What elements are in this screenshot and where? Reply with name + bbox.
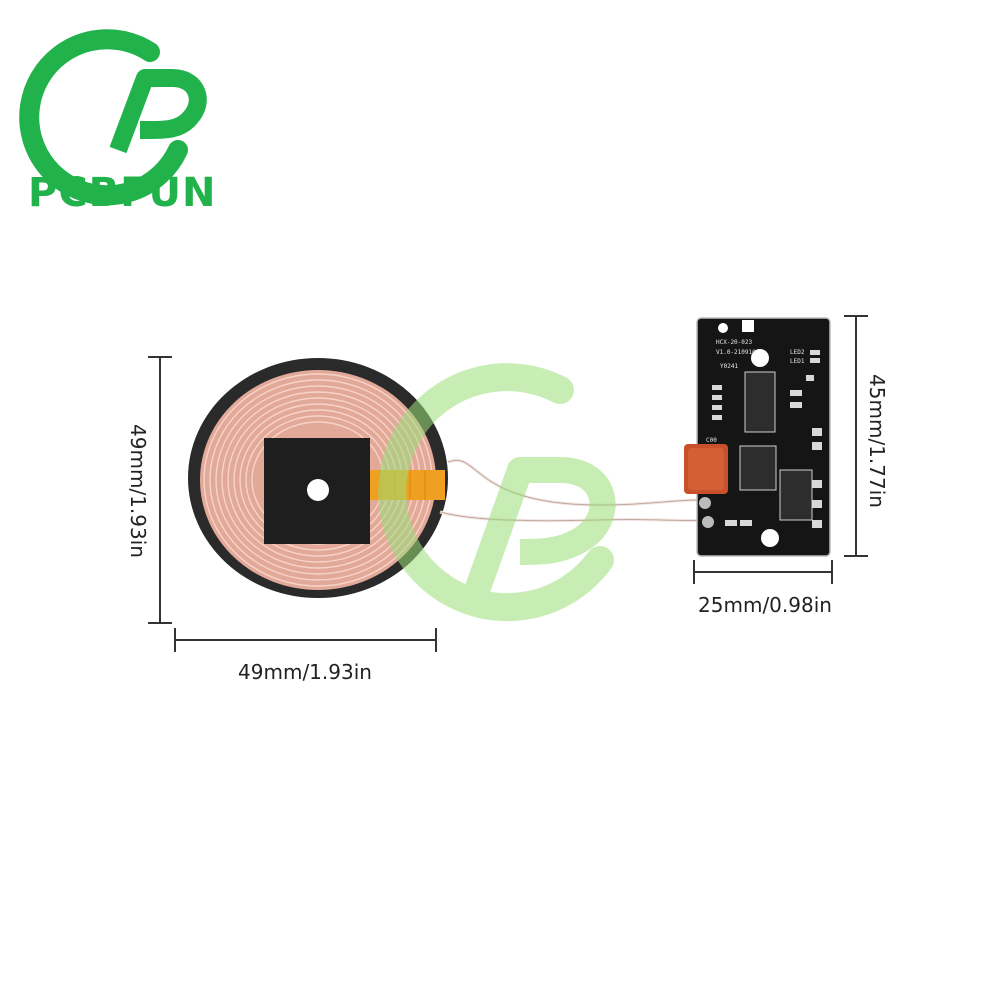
pcb-model-text: HCX-20-023 — [716, 339, 753, 346]
pcb-led2-text: LED2 — [790, 349, 805, 356]
wireless-coil — [188, 358, 448, 598]
brand-name: PCBFUN — [28, 170, 217, 216]
coil-width-label: 49mm/1.93in — [238, 660, 372, 684]
board-width-label: 25mm/0.98in — [698, 593, 832, 617]
dimension-lines — [148, 315, 868, 652]
pcb-led1-text: LED1 — [790, 358, 805, 365]
watermark-logo-icon — [378, 363, 616, 622]
board-height-label: 45mm/1.77in — [865, 374, 889, 508]
pcb-cap-text: C00 — [706, 437, 717, 444]
pcb-code-text: Y0241 — [720, 363, 738, 370]
receiver-pcb: HCX-20-023 V1.0-210910 Y0241 LED2 LED1 C… — [684, 317, 831, 557]
pcbfun-logo-icon — [19, 29, 207, 206]
coil-height-label: 49mm/1.93in — [126, 424, 150, 558]
pcb-version-text: V1.0-210910 — [716, 349, 756, 356]
